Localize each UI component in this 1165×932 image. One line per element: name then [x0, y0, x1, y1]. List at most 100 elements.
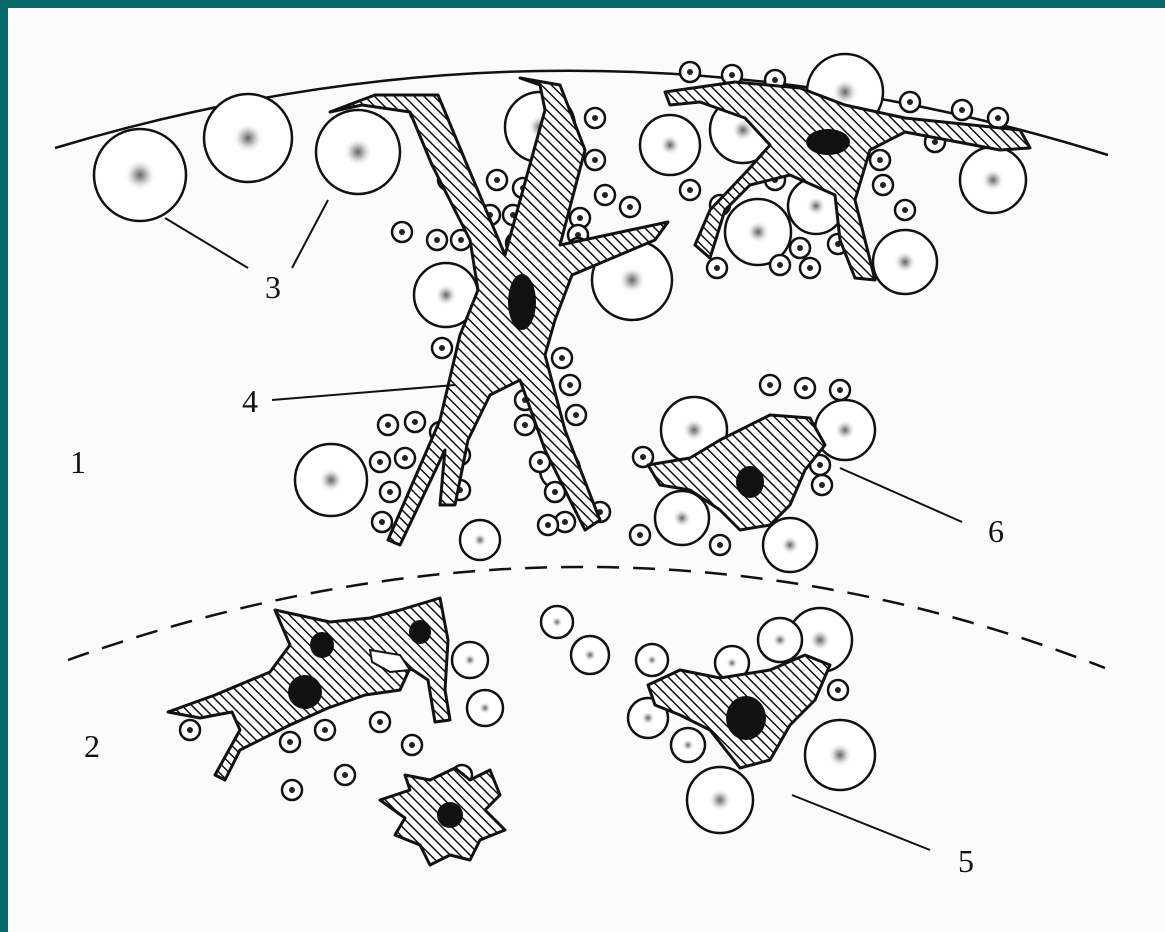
small-cell-core	[880, 182, 886, 188]
nucleus	[726, 696, 766, 740]
cell-stipple	[682, 418, 705, 441]
small-cell-core	[289, 787, 295, 793]
small-cell-core	[932, 139, 938, 145]
label-large-cells: 3	[265, 269, 281, 305]
small-cell-core	[377, 459, 383, 465]
cell-stipple	[479, 702, 492, 715]
label-zone-outer: 1	[70, 444, 86, 480]
cell-stipple	[464, 654, 477, 667]
small-cell-core	[412, 419, 418, 425]
cell-stipple	[682, 739, 694, 751]
small-cell-core	[287, 739, 293, 745]
small-cell-core	[797, 245, 803, 251]
small-cell-core	[817, 462, 823, 468]
small-cell-core	[322, 727, 328, 733]
small-cell-core	[729, 72, 735, 78]
cell-stipple	[806, 196, 826, 216]
small-cell-core	[522, 422, 528, 428]
small-cell-core	[767, 382, 773, 388]
cell-stipple	[343, 137, 372, 166]
small-cell-core	[409, 742, 415, 748]
nucleus	[409, 620, 431, 644]
cell-stipple	[233, 123, 264, 154]
cell-stipple	[726, 657, 738, 669]
small-cell-core	[637, 532, 643, 538]
label-branched-cell: 4	[242, 383, 258, 419]
small-cell-core	[552, 489, 558, 495]
diagram-svg: 1 2 3 4 5 6	[8, 8, 1165, 932]
small-cell-core	[385, 422, 391, 428]
label-cluster-cell-lower: 5	[958, 843, 974, 879]
nucleus	[288, 675, 322, 709]
small-cell-core	[562, 519, 568, 525]
small-cell-core	[837, 387, 843, 393]
small-cell-core	[379, 519, 385, 525]
label-cluster-cell-upper: 6	[988, 513, 1004, 549]
small-cell-core	[402, 455, 408, 461]
nucleus	[508, 274, 536, 330]
cell-stipple	[660, 135, 681, 156]
cell-stipple	[551, 616, 562, 627]
small-cell-core	[687, 187, 693, 193]
small-cell-core	[387, 489, 393, 495]
nucleus	[736, 466, 764, 498]
small-cell-core	[772, 77, 778, 83]
small-cell-core	[545, 522, 551, 528]
cell-stipple	[641, 711, 655, 725]
small-cell-core	[802, 385, 808, 391]
cell-stipple	[981, 168, 1004, 191]
small-cell-core	[567, 382, 573, 388]
cell-stipple	[435, 284, 457, 306]
small-cell-core	[777, 262, 783, 268]
cell-stipple	[646, 654, 657, 665]
cell-stipple	[618, 266, 646, 294]
small-cell-core	[602, 192, 608, 198]
small-cell-core	[458, 237, 464, 243]
cell-stipple	[828, 743, 853, 768]
cell-stipple	[781, 536, 800, 555]
nucleus	[437, 802, 463, 828]
small-cell-core	[537, 459, 543, 465]
small-cell-core	[687, 69, 693, 75]
small-cell-core	[573, 412, 579, 418]
diagram-frame: 1 2 3 4 5 6	[8, 8, 1165, 932]
small-cell-core	[592, 157, 598, 163]
small-cell-core	[640, 454, 646, 460]
small-cell-core	[717, 542, 723, 548]
small-cell-core	[187, 727, 193, 733]
cell-stipple	[894, 251, 916, 273]
small-cell-core	[399, 229, 405, 235]
cell-stipple	[809, 629, 831, 651]
small-cell-core	[494, 177, 500, 183]
small-cell-core	[627, 204, 633, 210]
cell-stipple	[746, 220, 769, 243]
small-cell-core	[807, 265, 813, 271]
small-cell-core	[559, 355, 565, 361]
small-cell-core	[959, 107, 965, 113]
cell-stipple	[473, 533, 487, 547]
small-cell-core	[714, 265, 720, 271]
cell-stipple	[318, 467, 343, 492]
small-cell-core	[592, 115, 598, 121]
small-cell-core	[377, 719, 383, 725]
cell-stipple	[835, 420, 856, 441]
small-cell-core	[577, 215, 583, 221]
small-cell-core	[902, 207, 908, 213]
cell-stipple	[708, 788, 731, 811]
small-cell-core	[907, 99, 913, 105]
small-cell-core	[434, 237, 440, 243]
small-cell-core	[819, 482, 825, 488]
cell-stipple	[583, 648, 596, 661]
small-star-cell	[380, 768, 505, 865]
nucleus	[310, 632, 334, 658]
label-zone-inner: 2	[84, 728, 100, 764]
small-cell-core	[995, 115, 1001, 121]
small-cell-core	[835, 687, 841, 693]
cell-stipple	[673, 509, 692, 528]
small-cell-core	[439, 345, 445, 351]
small-cell-core	[342, 772, 348, 778]
small-cell-core	[877, 157, 883, 163]
cell-stipple	[772, 632, 787, 647]
nucleus	[806, 129, 850, 155]
cell-stipple	[124, 159, 156, 191]
